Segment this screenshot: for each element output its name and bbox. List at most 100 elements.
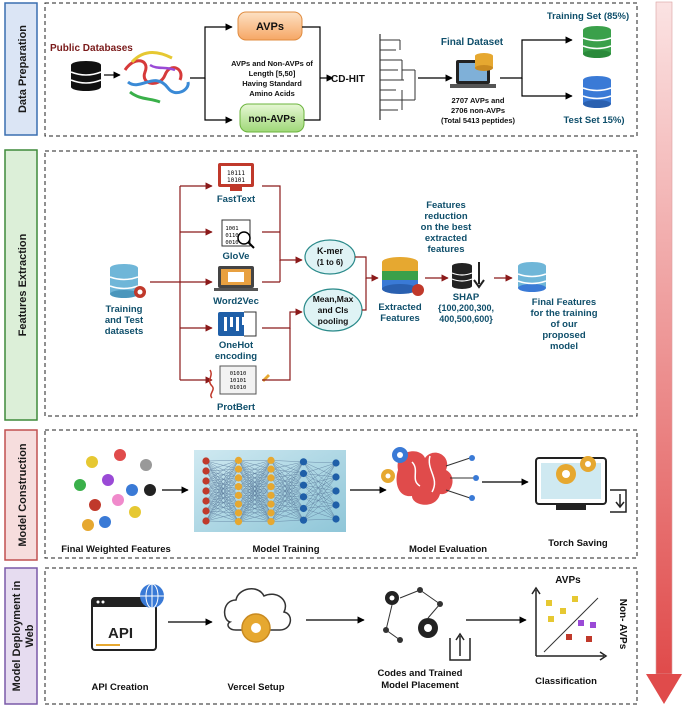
nn-edge bbox=[205, 460, 239, 479]
merge-line bbox=[302, 26, 321, 121]
nn-edge bbox=[205, 503, 239, 512]
kmer-line-1: K-mer bbox=[317, 246, 344, 256]
nn-edge bbox=[303, 476, 337, 486]
nn-node bbox=[234, 474, 243, 482]
nn-edge bbox=[238, 486, 272, 522]
nn-node bbox=[299, 481, 308, 489]
frame-data-preparation bbox=[44, 2, 638, 137]
nn-node bbox=[267, 509, 275, 517]
nn-edge bbox=[270, 508, 304, 522]
final-line-5: model bbox=[550, 341, 578, 352]
onehot-label-1: OneHot bbox=[219, 340, 254, 351]
section-label-model-construction: Model Construction bbox=[4, 429, 38, 561]
nn-edge bbox=[303, 490, 337, 498]
shap-line-1: SHAP bbox=[453, 292, 480, 303]
frame-model-deployment bbox=[44, 567, 638, 705]
section-label-model-deployment: Model Deployment in Web bbox=[4, 567, 38, 705]
nn-edge bbox=[205, 490, 239, 505]
vercel-label: Vercel Setup bbox=[227, 682, 284, 693]
nn-edge bbox=[270, 503, 304, 521]
svg-text:01010: 01010 bbox=[230, 385, 247, 391]
shap-db-icon bbox=[451, 262, 485, 289]
nn-edge bbox=[303, 461, 337, 520]
shap-line-2: {100,200,300, bbox=[438, 303, 494, 313]
nn-edge bbox=[303, 518, 337, 521]
nn-edge bbox=[270, 461, 304, 522]
nn-node bbox=[202, 487, 210, 495]
cdhit-label: CD-HIT bbox=[331, 74, 365, 85]
nn-node bbox=[234, 483, 243, 491]
codes-line-2: Model Placement bbox=[381, 680, 459, 691]
nn-edge bbox=[270, 461, 304, 470]
torch-saving-icon bbox=[535, 456, 627, 513]
nn-edge bbox=[238, 460, 272, 496]
extracted-line-1: Extracted bbox=[378, 302, 421, 313]
final-line-3: of our bbox=[551, 319, 578, 330]
nn-edge bbox=[205, 460, 239, 496]
nn-edge bbox=[205, 500, 239, 514]
nn-node bbox=[332, 473, 340, 481]
svg-text:Model Construction: Model Construction bbox=[17, 443, 29, 547]
onehot-icon bbox=[218, 311, 257, 337]
nn-edge bbox=[270, 473, 304, 479]
nn-edge bbox=[270, 503, 304, 509]
nn-edge bbox=[238, 469, 272, 522]
svg-text:0010: 0010 bbox=[225, 240, 238, 246]
nn-edge bbox=[205, 477, 239, 482]
nn-edge bbox=[303, 473, 337, 492]
nn-edge bbox=[205, 495, 239, 512]
section-label-features-extraction: Features Extraction bbox=[4, 149, 38, 421]
nn-node bbox=[267, 474, 275, 482]
nn-node bbox=[332, 515, 340, 523]
nn-edge bbox=[303, 473, 337, 506]
nn-edge bbox=[303, 484, 337, 492]
nn-node bbox=[299, 469, 308, 478]
nn-edge bbox=[205, 486, 239, 492]
nn-edge bbox=[205, 477, 239, 492]
nonavps-box bbox=[239, 103, 305, 133]
nn-edge bbox=[205, 490, 239, 496]
nn-edge bbox=[303, 485, 337, 520]
nn-edge bbox=[205, 480, 239, 522]
nn-node bbox=[267, 456, 275, 464]
nn-node bbox=[234, 518, 243, 526]
avps-box bbox=[237, 11, 303, 41]
protein-structure-icon bbox=[123, 51, 190, 104]
nn-node bbox=[202, 507, 210, 515]
nn-edge bbox=[270, 496, 304, 505]
nn-edge bbox=[303, 504, 337, 521]
nn-edge bbox=[270, 484, 304, 496]
criteria-line-2: Length [5,50] bbox=[249, 69, 296, 78]
input-line-3: datasets bbox=[105, 326, 144, 337]
criteria-line-1: AVPs and Non-AVPs of bbox=[231, 59, 313, 68]
nn-edge bbox=[205, 460, 239, 522]
nn-edge bbox=[205, 477, 239, 522]
nn-edge bbox=[205, 480, 239, 487]
nn-edge bbox=[303, 476, 337, 498]
nn-edge bbox=[205, 460, 239, 522]
nn-edge bbox=[205, 490, 239, 514]
api-label: API Creation bbox=[91, 682, 148, 693]
nn-edge bbox=[238, 460, 272, 522]
nn-edge bbox=[205, 460, 239, 470]
nn-edge bbox=[270, 460, 304, 474]
nn-edge bbox=[205, 477, 239, 502]
nn-node bbox=[267, 483, 275, 491]
nonavps-label: non-AVPs bbox=[248, 114, 295, 125]
nn-edge bbox=[270, 484, 304, 505]
nn-node bbox=[202, 457, 210, 465]
evaluation-label: Model Evaluation bbox=[409, 544, 487, 555]
brain-evaluation-icon bbox=[381, 447, 479, 505]
nn-edge bbox=[270, 477, 304, 486]
glove-icon: 1001 0110 0010 bbox=[221, 219, 255, 249]
nn-edge bbox=[270, 461, 304, 513]
weighted-label: Final Weighted Features bbox=[61, 544, 171, 555]
nn-edge bbox=[205, 512, 239, 522]
nn-edge bbox=[270, 460, 304, 486]
reduction-line-3: on the best bbox=[421, 222, 473, 233]
nn-edge bbox=[303, 462, 337, 474]
nn-edge bbox=[205, 469, 239, 512]
deploy-label-line1: Model Deployment in bbox=[11, 580, 23, 691]
test-set-label: Test Set 15%) bbox=[563, 115, 624, 126]
to-avps-arrow bbox=[190, 23, 233, 79]
